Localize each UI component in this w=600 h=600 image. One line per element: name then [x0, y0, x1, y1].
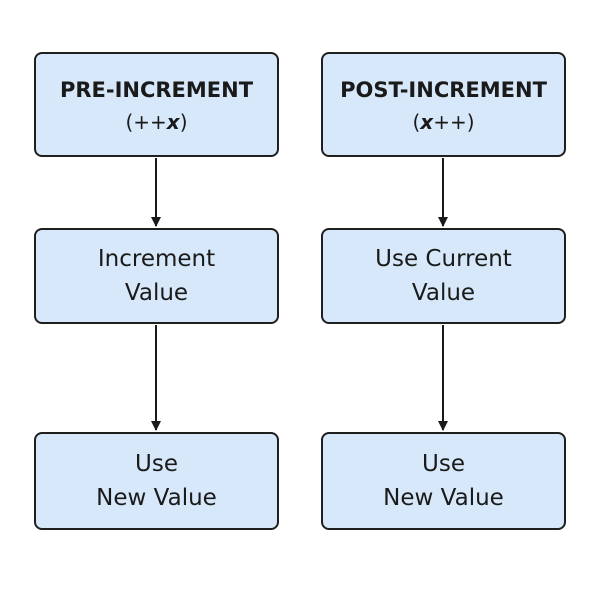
post-code-operator: ++ — [433, 109, 467, 134]
post-step2-line1: Use — [422, 451, 465, 477]
post-increment-title: POST-INCREMENT — [340, 77, 547, 102]
post-step1-line2: Value — [411, 280, 476, 306]
post-code-variable: x — [420, 109, 434, 134]
post-increment-header-box: POST-INCREMENT (x++) — [321, 52, 566, 157]
pre-step2-line2: New Value — [96, 485, 217, 511]
post-increment-code: (x++) — [412, 107, 474, 137]
pre-increment-step2-box: Use New Value — [34, 432, 279, 530]
post-code-close: ) — [466, 109, 475, 134]
pre-increment-step1-box: Increment Value — [34, 228, 279, 324]
pre-step2-line1: Use — [135, 451, 178, 477]
pre-step1-line2: Value — [124, 280, 189, 306]
pre-code-open: ( — [125, 109, 134, 134]
pre-code-variable: x — [166, 109, 180, 134]
pre-code-close: ) — [179, 109, 188, 134]
post-step2-line2: New Value — [383, 485, 504, 511]
post-increment-step1-box: Use Current Value — [321, 228, 566, 324]
pre-step1-line1: Increment — [97, 246, 216, 272]
pre-increment-title: PRE-INCREMENT — [59, 77, 254, 102]
post-code-open: ( — [412, 109, 421, 134]
pre-increment-header-box: PRE-INCREMENT (++x) — [34, 52, 279, 157]
post-increment-step2-box: Use New Value — [321, 432, 566, 530]
pre-increment-code: (++x) — [125, 107, 187, 137]
pre-code-operator: ++ — [133, 109, 167, 134]
post-step1-line1: Use Current — [375, 246, 512, 272]
